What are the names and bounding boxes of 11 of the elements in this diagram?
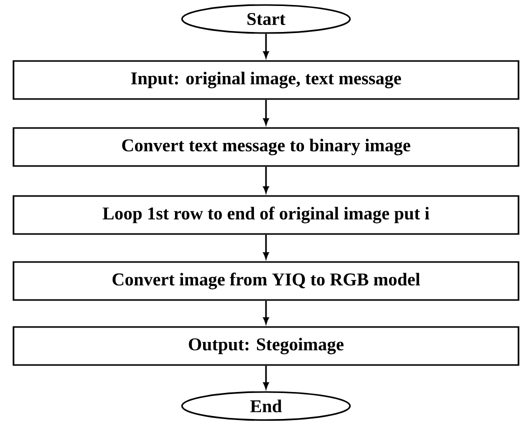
process-box: Loop 1st row to end of original image put i <box>12 195 520 235</box>
arrow <box>263 300 269 324</box>
arrow <box>263 100 269 125</box>
arrow <box>263 366 269 389</box>
arrow <box>263 166 269 193</box>
process-box: Output: Stegoimage <box>12 326 520 366</box>
process-box: Convert image from YIQ to RGB model <box>12 261 520 301</box>
process-box: Input: original image, text message <box>12 60 520 100</box>
arrow <box>263 34 269 58</box>
arrow <box>263 234 269 259</box>
process-box: Convert text message to binary image <box>12 127 520 167</box>
